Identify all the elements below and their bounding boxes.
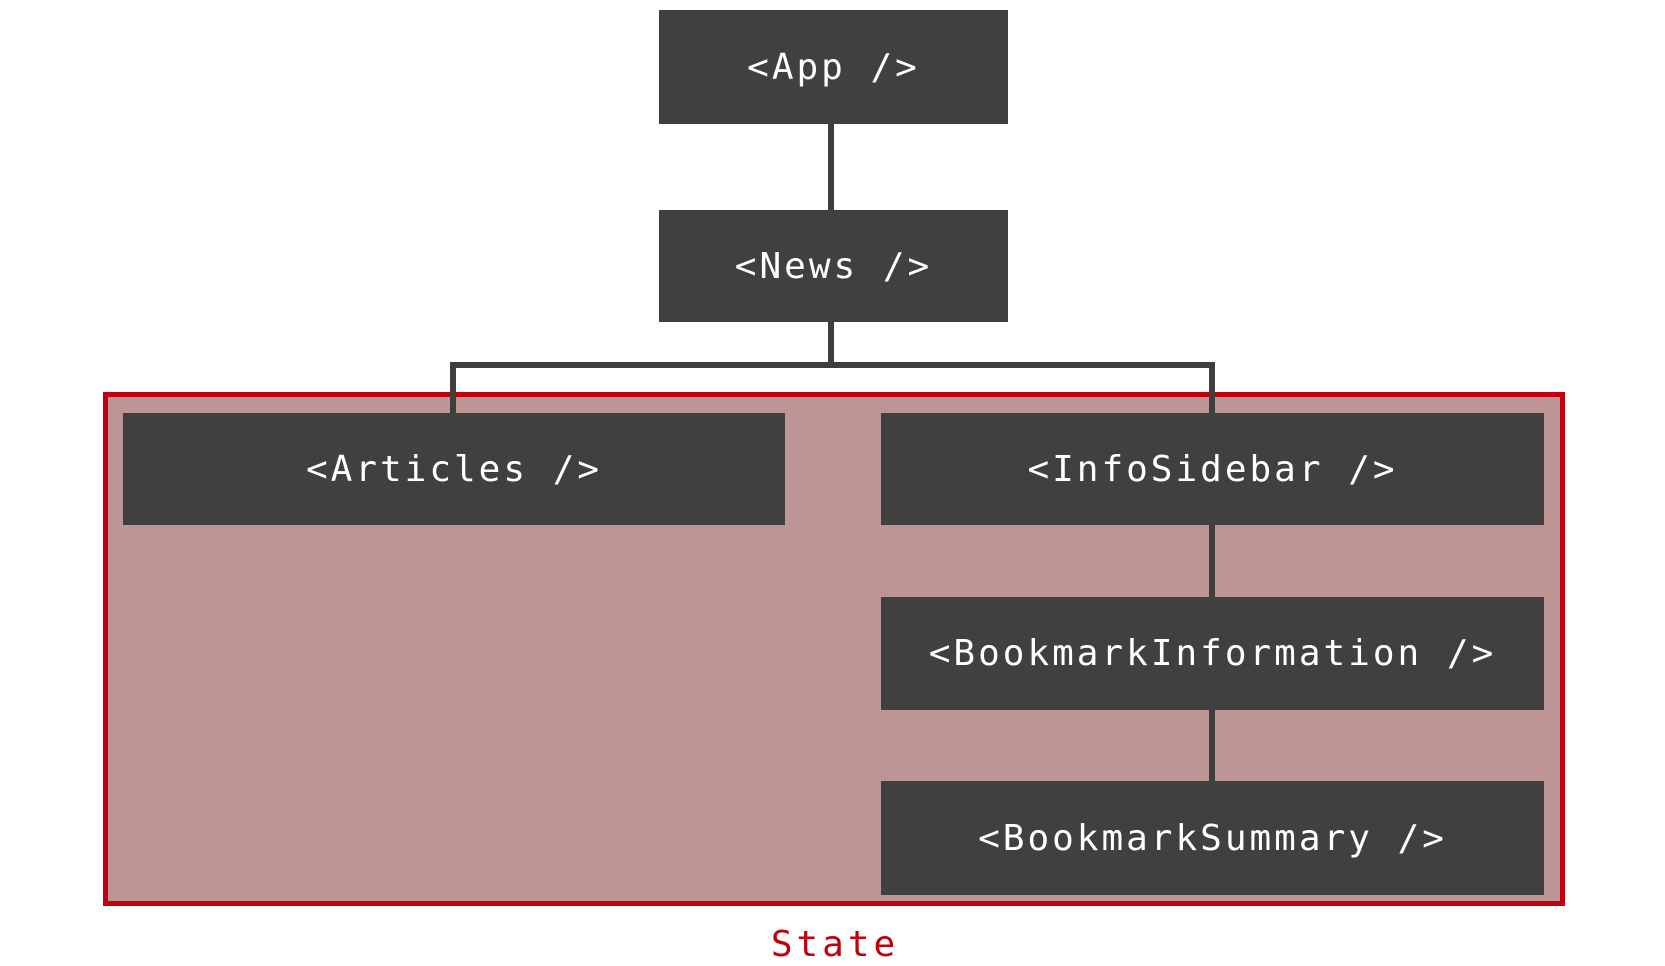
connector-app-news <box>828 124 834 210</box>
connector-branch-articles <box>450 362 456 414</box>
node-articles: <Articles /> <box>123 413 785 525</box>
connector-news-branch <box>828 322 834 364</box>
node-app: <App /> <box>659 10 1008 124</box>
connector-branch-infosidebar <box>1209 362 1215 414</box>
node-bookmark-summary: <BookmarkSummary /> <box>881 781 1544 895</box>
node-info-sidebar: <InfoSidebar /> <box>881 413 1544 525</box>
connector-horizontal-branch <box>450 362 1215 368</box>
node-news: <News /> <box>659 210 1008 322</box>
connector-infosidebar-bookmarkinformation <box>1209 524 1215 598</box>
node-bookmark-information: <BookmarkInformation /> <box>881 597 1544 710</box>
state-label: State <box>770 924 900 965</box>
connector-bookmarkinformation-bookmarksummary <box>1209 708 1215 782</box>
